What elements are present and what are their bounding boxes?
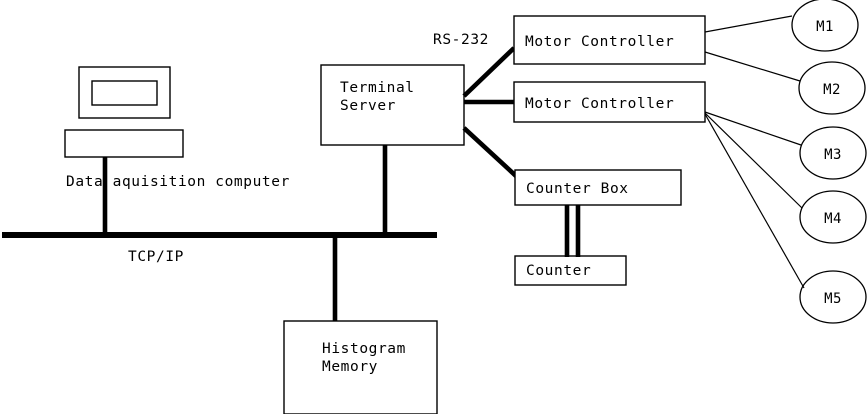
motor-controller-1-label: Motor Controller [525, 34, 674, 50]
computer-caption-label: Data aquisition computer [66, 174, 290, 190]
motor-m5-label: M5 [824, 291, 842, 307]
motor-m2-label: M2 [823, 82, 841, 98]
motor-controller-2-label: Motor Controller [525, 96, 674, 112]
motor-m3-shape [799, 126, 867, 180]
histogram-memory-label-line1: Histogram [322, 341, 406, 357]
counter-box [514, 169, 682, 206]
terminal-server-label-line1: Terminal [340, 80, 415, 96]
link-motor-controller-1-to-m2 [704, 51, 801, 82]
terminal-server-box [320, 64, 465, 146]
monitor-screen [91, 80, 158, 106]
motor-controller-1-box [513, 15, 706, 65]
counter-box-label: Counter Box [526, 181, 629, 197]
motor-m3-label: M3 [824, 147, 842, 163]
link-motor-controller-2-to-m4 [704, 112, 803, 209]
link-terminal-server-to-counter-box [462, 126, 518, 178]
keyboard [64, 129, 184, 158]
motor-m4-shape [799, 190, 867, 244]
counter-box-device [514, 255, 627, 286]
link-motor-controller-1-to-m1 [704, 15, 793, 33]
link-terminal-server-to-motor-controller-1 [462, 46, 516, 98]
motor-m4-label: M4 [824, 211, 842, 227]
motor-m5-shape [799, 270, 867, 324]
histogram-memory-box [283, 320, 438, 414]
rs232-label: RS-232 [433, 32, 489, 48]
link-motor-controller-2-to-m3 [704, 111, 802, 146]
tcpip-bus-label: TCP/IP [128, 249, 184, 265]
motor-m2-shape [798, 61, 866, 115]
motor-m1-label: M1 [816, 19, 834, 35]
motor-controller-2-box [513, 81, 706, 123]
counter-label: Counter [526, 263, 591, 279]
histogram-memory-label-line2: Memory [322, 359, 378, 375]
motor-m1-shape [791, 0, 859, 52]
link-motor-controller-2-to-m5 [704, 113, 805, 289]
terminal-server-label-line2: Server [340, 98, 396, 114]
